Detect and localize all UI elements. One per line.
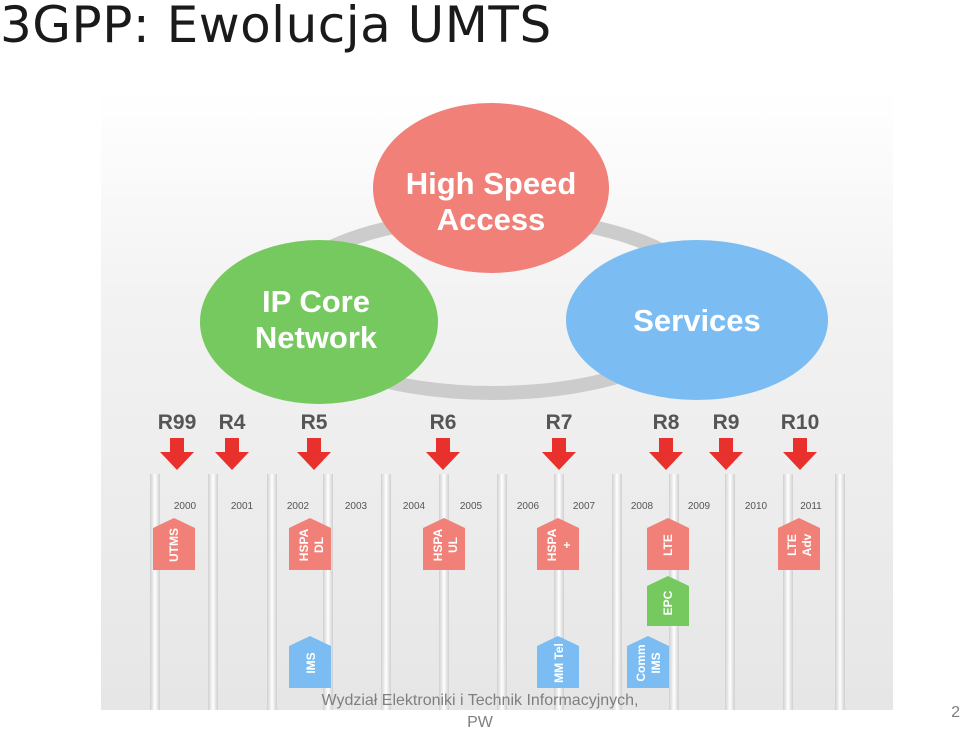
feature-lte: LTE [647, 518, 689, 570]
circle-ip-core-network-line1: IP Core [262, 284, 370, 319]
feature-hspa-plus: HSPA + [537, 518, 579, 570]
circle-high-speed-access-line2: Access [437, 202, 546, 237]
year-label: 2008 [631, 501, 654, 512]
timeline-post [323, 474, 333, 710]
feature-ims-shape [289, 636, 331, 688]
feature-label: LTE [661, 534, 675, 556]
circle-high-speed-access: High Speed Access [373, 103, 609, 273]
release-label: R99 [158, 411, 197, 434]
circle-services-shape [566, 240, 828, 400]
footer-line-2: PW [467, 714, 493, 731]
year-label: 2004 [403, 501, 426, 512]
timeline-post [381, 474, 391, 710]
feature-label: HSPA [545, 528, 559, 561]
feature-comm-ims: Comm IMS [627, 636, 669, 688]
feature-epc-shape [647, 576, 689, 626]
circle-services-line1: Services [633, 303, 761, 338]
page-number: 2 [951, 704, 960, 721]
feature-hspa-ul: HSPA UL [423, 518, 465, 570]
circle-ip-core-network: IP Core Network [200, 240, 438, 404]
feature-label: Adv [800, 533, 814, 556]
feature-label: UL [446, 537, 460, 553]
feature-utms-shape [153, 518, 195, 570]
feature-label: + [560, 541, 574, 548]
feature-label: EPC [661, 590, 675, 615]
feature-label: HSPA [297, 528, 311, 561]
release-label: R7 [546, 411, 573, 434]
timeline-post [439, 474, 449, 710]
feature-utms: UTMS [153, 518, 195, 570]
release-label: R5 [301, 411, 328, 434]
year-label: 2002 [287, 501, 310, 512]
feature-epc: EPC [647, 576, 689, 626]
feature-lte-shape [647, 518, 689, 570]
feature-lte-adv: LTE Adv [778, 518, 820, 570]
release-arrow [649, 438, 683, 470]
release-arrow [426, 438, 460, 470]
slide-title: 3GPP: Ewolucja UMTS [0, 0, 552, 54]
year-label: 2011 [800, 501, 822, 512]
footer-line-1: Wydział Elektroniki i Technik Informacyj… [321, 692, 639, 709]
feature-hspa-plus-shape [537, 518, 579, 570]
feature-mm-tel: MM Tel [537, 636, 579, 688]
year-label: 2010 [745, 501, 768, 512]
timeline-post [725, 474, 735, 710]
release-label: R10 [781, 411, 820, 434]
timeline-post [554, 474, 564, 710]
year-label: 2007 [573, 501, 596, 512]
timeline-post [783, 474, 793, 710]
feature-ims: IMS [289, 636, 331, 688]
timeline-post [267, 474, 277, 710]
year-label: 2001 [231, 501, 254, 512]
feature-label: LTE [785, 534, 799, 556]
circle-high-speed-access-line1: High Speed [406, 166, 577, 201]
year-label: 2003 [345, 501, 368, 512]
timeline-posts [150, 474, 845, 710]
feature-hspa-ul-shape [423, 518, 465, 570]
feature-label: IMS [649, 652, 663, 673]
feature-label: IMS [304, 652, 318, 673]
footer-text: Wydział Elektroniki i Technik Informacyj… [300, 690, 660, 734]
year-label: 2005 [460, 501, 483, 512]
feature-mm-tel-shape [537, 636, 579, 688]
feature-label: HSPA [431, 528, 445, 561]
release-arrow [215, 438, 249, 470]
release-label: R6 [430, 411, 457, 434]
timeline-post [835, 474, 845, 710]
feature-lte-adv-shape [778, 518, 820, 570]
timeline-post [612, 474, 622, 710]
release-label: R9 [713, 411, 740, 434]
feature-label: Comm [634, 644, 648, 681]
year-label: 2006 [517, 501, 540, 512]
release-arrow [783, 438, 817, 470]
circle-services: Services [566, 240, 828, 400]
year-label: 2000 [174, 501, 197, 512]
release-arrow [542, 438, 576, 470]
feature-comm-ims-shape [627, 636, 669, 688]
feature-hspa-dl-shape [289, 518, 331, 570]
circle-high-speed-access-shape [373, 103, 609, 273]
release-arrow [297, 438, 331, 470]
release-arrow [160, 438, 194, 470]
release-label: R4 [219, 411, 246, 434]
diagram-canvas: High Speed Access IP Core Network Servic… [150, 103, 845, 710]
feature-hspa-dl: HSPA DL [289, 518, 331, 570]
circle-ip-core-network-shape [200, 240, 438, 404]
timeline-post [150, 474, 160, 710]
timeline-post [208, 474, 218, 710]
release-arrow [709, 438, 743, 470]
feature-label: UTMS [167, 528, 181, 562]
timeline-post [497, 474, 507, 710]
circle-ip-core-network-line2: Network [255, 320, 378, 355]
year-label: 2009 [688, 501, 711, 512]
release-label: R8 [653, 411, 680, 434]
feature-label: MM Tel [552, 643, 566, 683]
feature-label: DL [312, 537, 326, 553]
umts-evolution-diagram: High Speed Access IP Core Network Servic… [101, 90, 893, 710]
